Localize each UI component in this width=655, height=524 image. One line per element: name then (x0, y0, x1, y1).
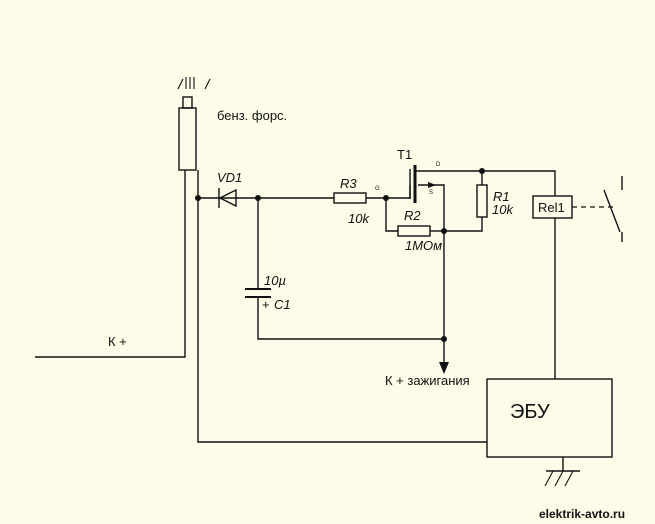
wires (35, 170, 614, 471)
r2-name-label: R2 (404, 208, 421, 223)
relay-label: Rel1 (538, 200, 565, 215)
resistor-r3 (333, 192, 367, 204)
ground-symbol (544, 470, 580, 487)
ecu-label: ЭБУ (510, 401, 550, 423)
k-plus-label: К + (108, 334, 127, 349)
capacitor-value-label: 10µ (264, 273, 286, 288)
transistor-label: T1 (397, 147, 412, 162)
relay-switch (603, 176, 623, 242)
relay-rel1 (532, 195, 573, 219)
r3-name-label: R3 (340, 176, 357, 191)
gate-pin-label: G (375, 186, 380, 192)
injector-label: бенз. форс. (217, 108, 287, 123)
drain-pin-label: D (436, 162, 441, 168)
resistor-r2 (397, 225, 431, 237)
junction-dots (195, 168, 485, 342)
r1-value-label: 10k (492, 202, 514, 217)
capacitor-plus-label: + (262, 297, 270, 312)
watermark: elektrik-avto.ru (539, 507, 625, 521)
r3-value-label: 10k (348, 211, 370, 226)
transistor-t1 (409, 165, 436, 203)
capacitor-c1 (245, 288, 271, 298)
source-pin-label: S (429, 190, 433, 196)
ignition-arrow (439, 362, 449, 374)
resistor-r1 (476, 184, 488, 218)
r2-value-label: 1МОм (405, 238, 442, 253)
diode-vd1 (218, 188, 237, 208)
ignition-label: К + зажигания (385, 373, 470, 388)
ecu-block (486, 378, 613, 458)
r1-name-label: R1 (493, 189, 510, 204)
capacitor-name-label: C1 (274, 297, 291, 312)
diode-label: VD1 (217, 170, 242, 185)
injector (177, 77, 211, 171)
